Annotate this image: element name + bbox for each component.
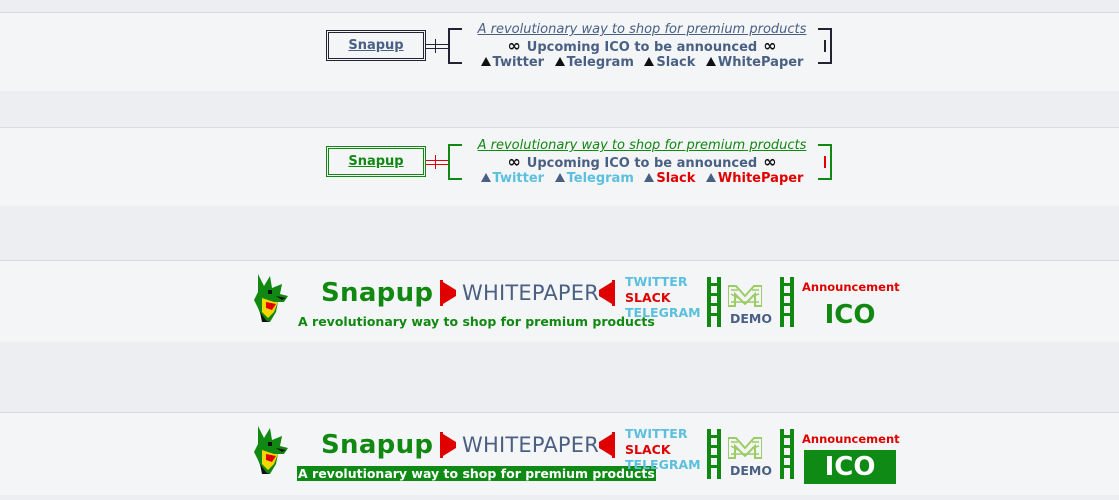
infinity-icon: ∞ <box>763 151 777 171</box>
demo-logo-icon <box>728 437 762 459</box>
rail-icon <box>780 429 794 479</box>
telegram-link[interactable]: TELEGRAM <box>625 305 701 320</box>
rail-icon <box>707 429 721 479</box>
whitepaper-banner[interactable]: WHITEPAPER <box>440 278 615 308</box>
name-box: Snapup <box>326 146 426 177</box>
slack-link[interactable]: Slack <box>656 171 696 186</box>
twitter-link[interactable]: Twitter <box>492 171 545 186</box>
tagline-link[interactable]: A revolutionary way to shop for premium … <box>477 138 807 153</box>
infinity-icon: ∞ <box>763 35 777 55</box>
links: Twitter Telegram Slack WhitePaper <box>467 171 817 187</box>
twitter-link[interactable]: Twitter <box>492 55 545 70</box>
bracket-right <box>818 28 832 64</box>
ico-label[interactable]: ICO <box>824 300 876 330</box>
banner-signature-highlighted: Snapup A revolutionary way to shop for p… <box>252 418 912 484</box>
spacer <box>0 91 1119 127</box>
whitepaper-link[interactable]: WHITEPAPER <box>462 281 600 305</box>
brand-name[interactable]: Snapup <box>321 278 434 308</box>
social-links: TWITTER SLACK TELEGRAM <box>625 426 701 473</box>
infinity-icon: ∞ <box>507 151 521 171</box>
demo-link[interactable]: DEMO <box>730 311 772 326</box>
triangle-icon <box>554 57 565 66</box>
rail-icon <box>707 277 721 327</box>
triangle-icon <box>480 57 491 66</box>
whitepaper-link[interactable]: WhitePaper <box>717 55 804 70</box>
slack-link[interactable]: Slack <box>656 55 696 70</box>
spacer <box>0 495 1119 500</box>
connector <box>426 39 448 53</box>
banner-signature: Snapup A revolutionary way to shop for p… <box>252 266 912 330</box>
mascot-icon <box>254 426 288 474</box>
demo-link[interactable]: DEMO <box>730 463 772 478</box>
whitepaper-banner[interactable]: WHITEPAPER <box>440 430 615 460</box>
telegram-link[interactable]: Telegram <box>566 171 634 186</box>
triangle-icon <box>705 173 716 182</box>
flag-icon <box>599 432 615 458</box>
bracket-left <box>448 28 462 64</box>
slack-link[interactable]: SLACK <box>625 289 671 305</box>
triangle-icon <box>644 57 655 66</box>
signature-row-4 <box>0 412 1119 496</box>
bracket-left <box>448 144 462 180</box>
twitter-link[interactable]: TWITTER <box>625 426 688 441</box>
connector <box>426 155 448 169</box>
links: Twitter Telegram Slack WhitePaper <box>467 55 817 71</box>
signature-plain: Snapup A revolutionary way to shop for p… <box>326 22 832 71</box>
slack-link[interactable]: SLACK <box>625 441 671 457</box>
twitter-link[interactable]: TWITTER <box>625 274 688 289</box>
telegram-link[interactable]: Telegram <box>566 55 634 70</box>
slogan[interactable]: A revolutionary way to shop for premium … <box>297 466 656 481</box>
spacer <box>0 206 1119 260</box>
ico-line: ∞ Upcoming ICO to be announced ∞ <box>467 151 817 172</box>
spacer <box>0 342 1119 412</box>
triangle-icon <box>480 173 491 182</box>
brand-name[interactable]: Snapup <box>321 430 434 460</box>
demo-logo-icon <box>728 285 762 307</box>
ico-text: Upcoming ICO to be announced <box>526 155 758 171</box>
ico-text: Upcoming ICO to be announced <box>526 39 758 55</box>
bracket-right <box>818 144 832 180</box>
announcement-label: Announcement <box>802 432 900 446</box>
flag-icon <box>599 280 615 306</box>
ico-line: ∞ Upcoming ICO to be announced ∞ <box>467 35 817 56</box>
social-links: TWITTER SLACK TELEGRAM <box>625 274 701 321</box>
snapup-link[interactable]: Snapup <box>348 38 404 53</box>
whitepaper-link[interactable]: WHITEPAPER <box>462 433 600 457</box>
name-box: Snapup <box>326 30 426 61</box>
slogan[interactable]: A revolutionary way to shop for premium … <box>298 314 655 329</box>
signature-colored: Snapup A revolutionary way to shop for p… <box>326 138 832 187</box>
flag-icon <box>440 280 456 306</box>
mascot-icon <box>254 274 288 322</box>
snapup-link[interactable]: Snapup <box>348 154 404 169</box>
flag-icon <box>440 432 456 458</box>
telegram-link[interactable]: TELEGRAM <box>625 457 701 472</box>
announcement-label: Announcement <box>802 280 900 294</box>
infinity-icon: ∞ <box>507 35 521 55</box>
tagline-link[interactable]: A revolutionary way to shop for premium … <box>477 22 807 37</box>
rail-icon <box>780 277 794 327</box>
whitepaper-link[interactable]: WhitePaper <box>717 171 804 186</box>
signature-row-2 <box>0 127 1119 207</box>
spacer <box>0 0 1119 13</box>
ico-label[interactable]: ICO <box>804 450 896 484</box>
triangle-icon <box>705 57 716 66</box>
triangle-icon <box>554 173 565 182</box>
triangle-icon <box>644 173 655 182</box>
